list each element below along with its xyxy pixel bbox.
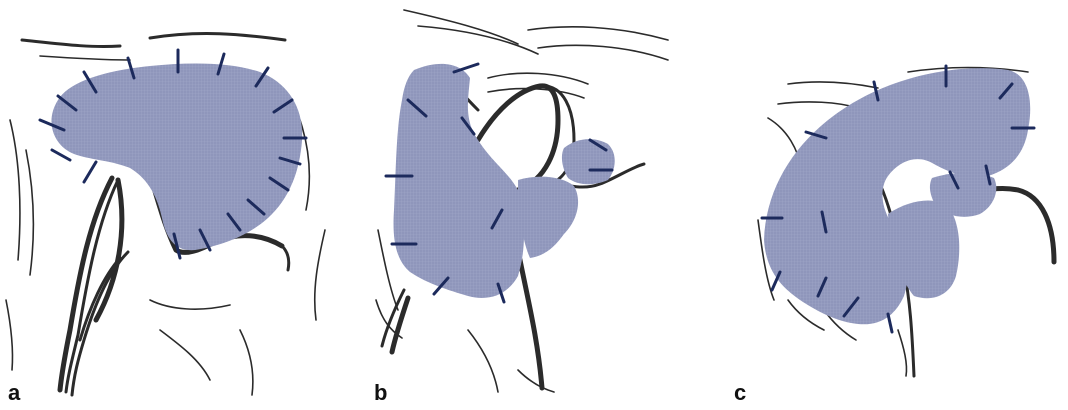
panel-a-label: a xyxy=(8,382,20,404)
panel-b-region-right xyxy=(562,139,615,184)
panel-c-label: c xyxy=(734,382,746,404)
panel-a-drawing xyxy=(0,0,340,410)
panel-b-region-left xyxy=(394,64,524,298)
panel-a: a xyxy=(0,0,340,410)
panel-b-label: b xyxy=(374,382,387,404)
panel-a-region xyxy=(51,64,302,251)
panel-c-drawing xyxy=(728,0,1068,410)
panel-b-region-middle xyxy=(518,177,578,258)
panel-c: c xyxy=(728,0,1068,410)
panel-b-drawing xyxy=(368,0,708,410)
panel-b: b xyxy=(368,0,708,410)
